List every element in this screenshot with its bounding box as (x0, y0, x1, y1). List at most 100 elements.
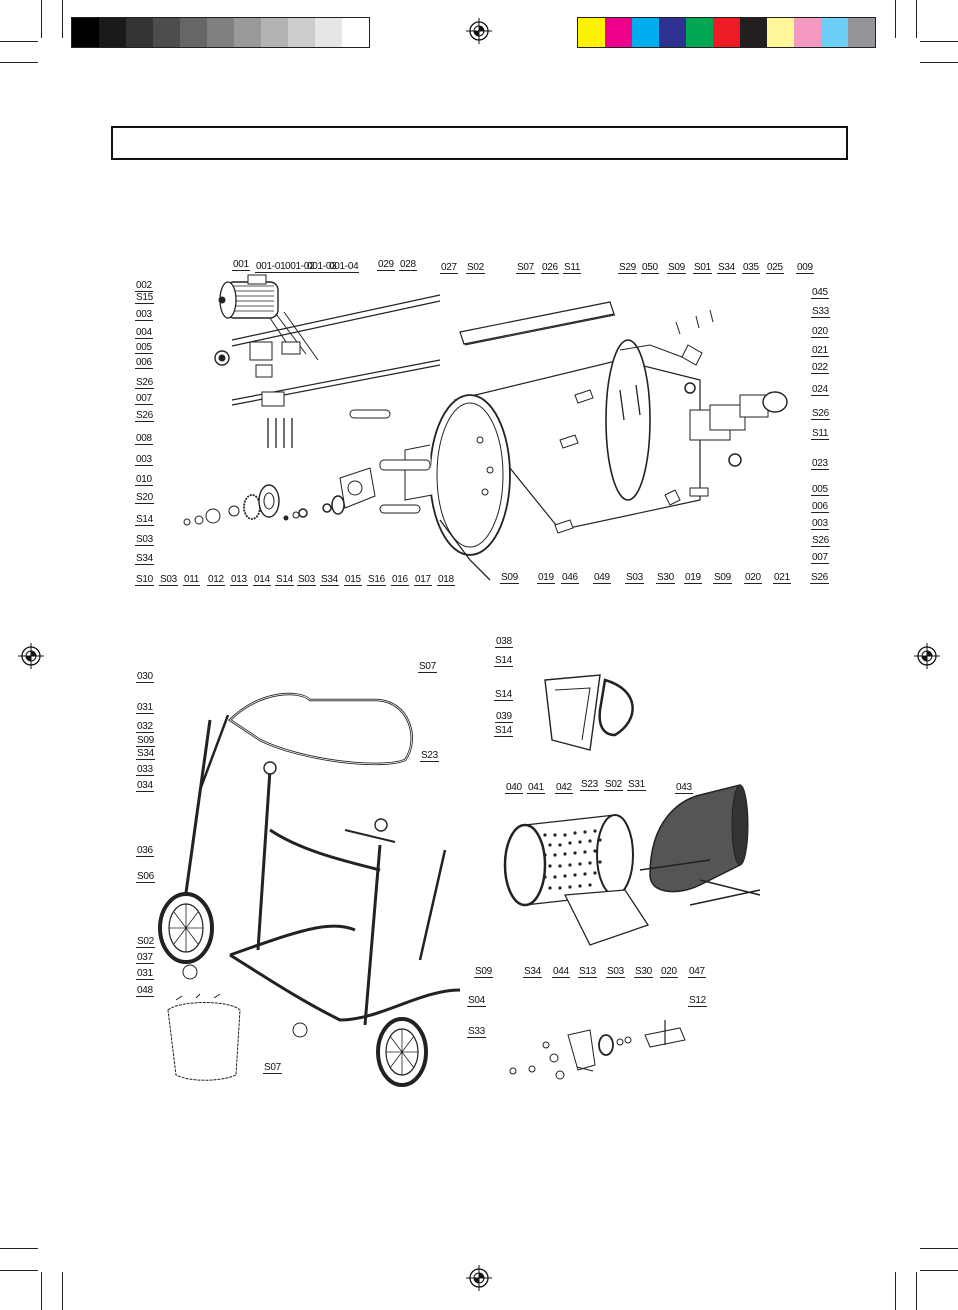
callout-label: S34 (135, 553, 154, 565)
color-swatch (342, 18, 369, 47)
callout-label: S09 (713, 572, 732, 584)
callout-label: S13 (578, 966, 597, 978)
callout-label: 003 (135, 454, 153, 466)
callout-label: 028 (399, 259, 417, 271)
callout-label: S04 (467, 995, 486, 1007)
registration-mark-icon (466, 18, 492, 44)
color-swatch (605, 18, 632, 47)
callout-label: 021 (811, 345, 829, 357)
callout-label: 036 (136, 845, 154, 857)
motor-drawing (218, 274, 319, 361)
color-swatch (261, 18, 288, 47)
crop-mark (916, 0, 917, 38)
stand-frame (183, 692, 461, 1026)
callout-label: S26 (810, 572, 829, 584)
callout-label: 024 (811, 384, 829, 396)
callout-label: S34 (717, 262, 736, 274)
screen-drum (503, 784, 761, 946)
callout-label: 025 (766, 262, 784, 274)
callout-label: S34 (523, 966, 542, 978)
callout-label: 001-03 (306, 261, 338, 273)
callout-label: S03 (606, 966, 625, 978)
callout-label: S12 (688, 995, 707, 1007)
callout-label: 039 (495, 711, 513, 723)
registration-mark-icon (466, 1265, 492, 1291)
callout-label: S33 (467, 1026, 486, 1038)
color-swatch (686, 18, 713, 47)
callout-label: 010 (135, 474, 153, 486)
callout-label: S03 (159, 574, 178, 586)
crop-mark (0, 62, 38, 63)
callout-label: 018 (437, 574, 455, 586)
callout-label: 044 (552, 966, 570, 978)
callout-label: 045 (811, 287, 829, 299)
crop-mark (895, 0, 896, 38)
callout-label: 001-01 (255, 261, 287, 273)
callout-label: S11 (563, 262, 582, 274)
callout-label: 017 (414, 574, 432, 586)
callout-label: 007 (135, 393, 153, 405)
callout-label: 007 (811, 552, 829, 564)
callout-label: 004 (135, 327, 153, 339)
title-box (111, 126, 848, 160)
color-swatch (207, 18, 234, 47)
callout-label: 029 (377, 259, 395, 271)
callout-label: S06 (136, 871, 155, 883)
color-swatch (288, 18, 315, 47)
wheels (158, 892, 428, 1087)
left-gear-parts (214, 341, 301, 448)
callout-label: 001 (232, 259, 250, 271)
callout-label: S14 (275, 574, 294, 586)
callout-label: S34 (320, 574, 339, 586)
callout-label: S09 (474, 966, 493, 978)
callout-label: S30 (656, 572, 675, 584)
callout-label: 020 (811, 326, 829, 338)
callout-label: 037 (136, 952, 154, 964)
callout-label: S34 (136, 748, 155, 760)
callout-label: S03 (297, 574, 316, 586)
callout-label: 043 (675, 782, 693, 794)
registration-mark-icon (18, 643, 44, 669)
callout-label: S23 (420, 750, 439, 762)
callout-label: S14 (494, 655, 513, 667)
callout-label: S09 (667, 262, 686, 274)
callout-label: 030 (136, 671, 154, 683)
callout-label: 009 (796, 262, 814, 274)
callout-label: S26 (811, 408, 830, 420)
callout-label: S14 (494, 689, 513, 701)
gear-train (183, 467, 376, 526)
callout-label: 049 (593, 572, 611, 584)
callout-label: 019 (537, 572, 555, 584)
callout-label: S26 (811, 535, 830, 547)
crop-mark (920, 41, 958, 42)
callout-label: 031 (136, 702, 154, 714)
callout-label: S09 (500, 572, 519, 584)
color-swatch (740, 18, 767, 47)
callout-label: 031 (136, 968, 154, 980)
callout-label: S30 (634, 966, 653, 978)
color-swatch (180, 18, 207, 47)
callout-label: S31 (627, 779, 646, 791)
callout-label: S03 (135, 534, 154, 546)
crop-mark (41, 1272, 42, 1310)
callout-label: 034 (136, 780, 154, 792)
callout-label: S07 (418, 661, 437, 673)
callout-label: 021 (773, 572, 791, 584)
callout-label: 027 (440, 262, 458, 274)
callout-label: 001-02 (284, 261, 316, 273)
callout-label: S33 (811, 306, 830, 318)
callout-label: S01 (693, 262, 712, 274)
callout-label: 023 (811, 458, 829, 470)
crop-mark (0, 1270, 38, 1271)
color-swatch (848, 18, 875, 47)
callout-label: 002 (135, 280, 153, 292)
drum-housing (349, 301, 701, 581)
callout-label: 050 (641, 262, 659, 274)
callout-label: S23 (580, 779, 599, 791)
collection-bag (167, 993, 241, 1081)
callout-label: 012 (207, 574, 225, 586)
drum-belt-ring (544, 674, 634, 751)
crop-mark (41, 0, 42, 38)
crop-mark (0, 1248, 38, 1249)
color-swatch (821, 18, 848, 47)
